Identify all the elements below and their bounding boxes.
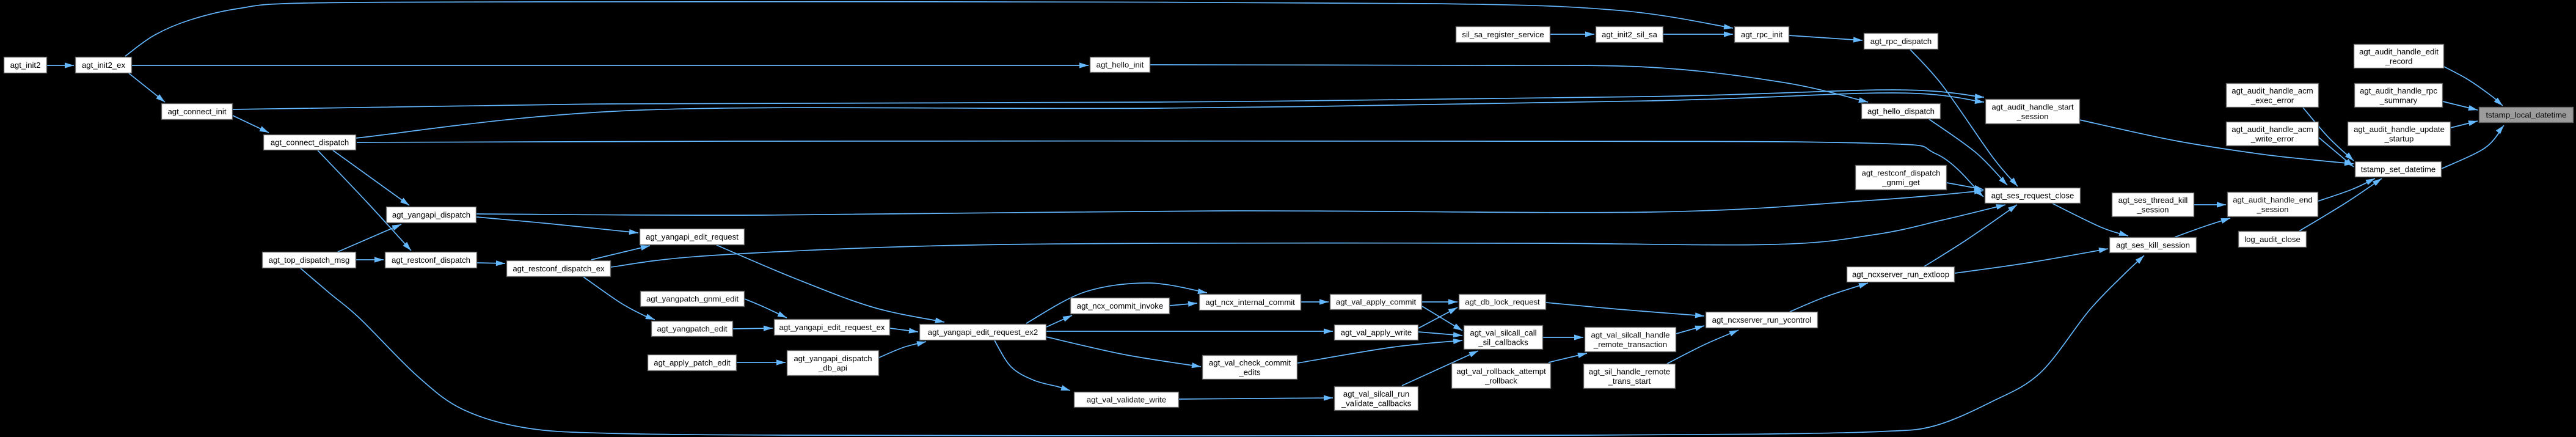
svg-text:agt_apply_patch_edit: agt_apply_patch_edit [654,358,731,367]
svg-text:agt_hello_dispatch: agt_hello_dispatch [1867,107,1935,116]
svg-text:agt_val_apply_write: agt_val_apply_write [1341,328,1412,337]
svg-text:_sil_callbacks: _sil_callbacks [1478,337,1528,347]
svg-text:_trans_start: _trans_start [1608,376,1651,386]
svg-text:agt_connect_init: agt_connect_init [167,107,226,116]
svg-text:agt_init2: agt_init2 [10,61,41,70]
svg-text:agt_rpc_init: agt_rpc_init [1741,30,1783,39]
svg-text:_session: _session [2256,205,2288,214]
svg-text:agt_val_silcall_call: agt_val_silcall_call [1470,328,1536,337]
svg-text:_record: _record [2385,56,2413,65]
svg-text:_write_error: _write_error [2250,134,2294,143]
svg-text:agt_restconf_dispatch: agt_restconf_dispatch [392,255,470,265]
svg-text:agt_restconf_dispatch: agt_restconf_dispatch [1861,168,1940,177]
svg-text:agt_db_lock_request: agt_db_lock_request [1465,298,1540,307]
svg-text:agt_audit_handle_end: agt_audit_handle_end [2233,195,2313,204]
svg-text:tstamp_set_datetime: tstamp_set_datetime [2361,165,2436,174]
svg-text:agt_init2_ex: agt_init2_ex [82,61,126,70]
svg-text:agt_connect_dispatch: agt_connect_dispatch [271,138,349,147]
svg-text:_summary: _summary [2379,95,2418,105]
svg-text:agt_audit_handle_update: agt_audit_handle_update [2354,125,2445,134]
svg-text:agt_yangpatch_gnmi_edit: agt_yangpatch_gnmi_edit [646,295,739,304]
svg-text:_db_api: _db_api [818,363,847,372]
svg-text:_exec_error: _exec_error [2250,95,2294,105]
svg-text:_session: _session [2136,205,2169,214]
svg-text:_session: _session [2016,112,2048,121]
svg-text:_edits: _edits [1238,367,1261,376]
svg-text:log_audit_close: log_audit_close [2244,235,2301,244]
svg-text:agt_yangapi_dispatch: agt_yangapi_dispatch [392,210,470,219]
svg-text:agt_val_rollback_attempt: agt_val_rollback_attempt [1456,367,1546,376]
svg-text:agt_audit_handle_start: agt_audit_handle_start [1991,102,2074,111]
svg-text:agt_hello_init: agt_hello_init [1096,61,1144,70]
svg-text:agt_val_apply_commit: agt_val_apply_commit [1336,298,1417,307]
svg-text:agt_yangapi_edit_request_ex2: agt_yangapi_edit_request_ex2 [928,328,1038,337]
svg-text:agt_ncx_internal_commit: agt_ncx_internal_commit [1205,298,1295,307]
svg-text:agt_yangpatch_edit: agt_yangpatch_edit [657,325,727,334]
svg-text:_remote_transaction: _remote_transaction [1593,340,1667,349]
svg-text:agt_val_silcall_run: agt_val_silcall_run [1343,389,1410,398]
svg-text:_gnmi_get: _gnmi_get [1881,178,1920,187]
svg-text:agt_yangapi_edit_request_ex: agt_yangapi_edit_request_ex [779,323,885,332]
svg-text:sil_sa_register_service: sil_sa_register_service [1462,30,1544,39]
svg-text:agt_restconf_dispatch_ex: agt_restconf_dispatch_ex [513,264,605,273]
svg-text:agt_audit_handle_rpc: agt_audit_handle_rpc [2360,86,2437,95]
svg-text:agt_yangapi_dispatch: agt_yangapi_dispatch [794,354,872,363]
svg-text:agt_init2_sil_sa: agt_init2_sil_sa [1602,30,1658,39]
svg-text:_validate_callbacks: _validate_callbacks [1341,398,1412,408]
svg-text:agt_ses_thread_kill: agt_ses_thread_kill [2118,196,2188,205]
svg-text:agt_sil_handle_remote: agt_sil_handle_remote [1589,367,1670,376]
svg-text:agt_audit_handle_acm: agt_audit_handle_acm [2231,125,2313,134]
svg-text:_startup: _startup [2384,134,2414,143]
svg-text:agt_ncxserver_run_extloop: agt_ncxserver_run_extloop [1852,270,1949,279]
svg-text:agt_top_dispatch_msg: agt_top_dispatch_msg [269,255,350,265]
svg-text:agt_val_validate_write: agt_val_validate_write [1087,395,1167,405]
svg-text:_rollback: _rollback [1484,376,1517,385]
svg-text:agt_rpc_dispatch: agt_rpc_dispatch [1870,37,1932,46]
svg-text:agt_ses_kill_session: agt_ses_kill_session [2116,241,2190,250]
svg-text:agt_ses_request_close: agt_ses_request_close [1991,191,2074,200]
svg-text:agt_ncxserver_run_ycontrol: agt_ncxserver_run_ycontrol [1712,315,1812,325]
svg-text:agt_yangapi_edit_request: agt_yangapi_edit_request [646,232,739,241]
svg-text:agt_val_check_commit: agt_val_check_commit [1209,358,1291,367]
svg-text:agt_ncx_commit_invoke: agt_ncx_commit_invoke [1077,301,1163,310]
svg-text:agt_val_silcall_handle: agt_val_silcall_handle [1591,330,1669,339]
svg-text:tstamp_local_datetime: tstamp_local_datetime [2486,111,2567,120]
svg-text:agt_audit_handle_acm: agt_audit_handle_acm [2231,86,2313,95]
svg-text:agt_audit_handle_edit: agt_audit_handle_edit [2359,47,2439,56]
